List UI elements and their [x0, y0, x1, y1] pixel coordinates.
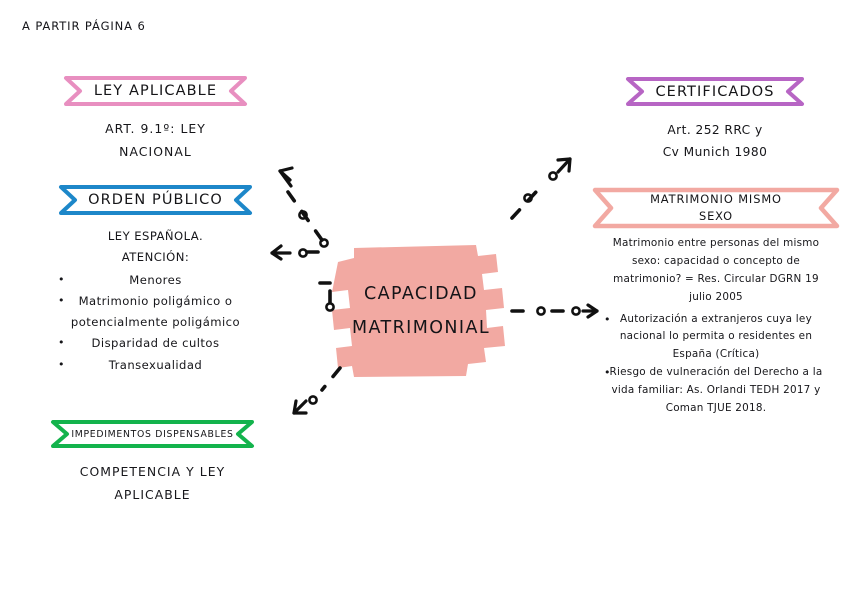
ribbon-certificados: CERTIFICADOS [625, 76, 805, 107]
central-node-line2: MATRIMONIAL [352, 318, 490, 338]
ribbon-impedimentos: IMPEDIMENTOS DISPENSABLES [50, 419, 255, 449]
ley-aplicable-line-1: ART. 9.1º: LEY [105, 121, 206, 136]
list-item: Matrimonio poligámico o potencialmente p… [58, 291, 253, 333]
certificados-body: Art. 252 RRC y Cv Munich 1980 [625, 119, 805, 163]
ribbon-impedimentos-label: IMPEDIMENTOS DISPENSABLES [71, 428, 234, 440]
branch-impedimentos-dispensables: IMPEDIMENTOS DISPENSABLES COMPETENCIA Y … [50, 419, 255, 507]
central-node-capacidad-matrimonial: CAPACIDAD MATRIMONIAL [326, 236, 516, 386]
ribbon-orden-publico: ORDEN PÚBLICO [58, 184, 253, 216]
ribbon-label-line2: SEXO [698, 209, 734, 223]
ribbon-shape [51, 420, 254, 448]
ribbon-orden-publico-label: ORDEN PÚBLICO [88, 192, 223, 208]
orden-publico-lead-1: LEY ESPAÑOLA. [107, 229, 204, 243]
impedimentos-line-2: APLICABLE [114, 486, 191, 502]
bullet-text: Matrimonio poligámico o potencialmente p… [70, 294, 241, 330]
impedimentos-line-1: COMPETENCIA Y LEY [79, 464, 226, 479]
orden-publico-lead-2: ATENCIÓN: [121, 250, 190, 265]
ribbon-matrimonio-mismo-sexo: MATRIMONIO MISMO SEXO [592, 187, 840, 229]
central-node-label: CAPACIDAD MATRIMONIAL [326, 236, 516, 386]
branch-orden-publico: ORDEN PÚBLICO LEY ESPAÑOLA. ATENCIÓN: Me… [58, 184, 253, 376]
list-item: Transexualidad [58, 355, 253, 376]
bullet-text: Disparidad de cultos [91, 336, 220, 351]
connector-up-left [278, 166, 329, 248]
matrimonio-mismo-sexo-lead: Matrimonio entre personas del mismo sexo… [612, 237, 820, 303]
bullet-text: Menores [129, 273, 182, 288]
connector-up-right [510, 157, 572, 220]
matrimonio-mismo-sexo-bullet-list: Autorización a extranjeros cuya ley naci… [592, 311, 840, 418]
orden-publico-bullet-list: Menores Matrimonio poligámico o potencia… [58, 270, 253, 375]
connector-left [270, 244, 335, 312]
impedimentos-body: COMPETENCIA Y LEY APLICABLE [50, 461, 255, 507]
ley-aplicable-body: ART. 9.1º: LEY NACIONAL [63, 118, 248, 164]
list-item: Autorización a extranjeros cuya ley naci… [604, 311, 828, 365]
ribbon-certificados-label: CERTIFICADOS [655, 83, 775, 100]
central-node-highlight [332, 245, 505, 377]
ribbon-shape [64, 76, 247, 106]
ribbon-shape [626, 77, 804, 106]
ribbon-ley-aplicable-label: LEY APLICABLE [93, 83, 218, 99]
bullet-text: Transexualidad [108, 357, 203, 372]
list-item: Disparidad de cultos [58, 333, 253, 354]
ribbon-ley-aplicable: LEY APLICABLE [63, 75, 248, 107]
connector-right [510, 303, 599, 319]
certificados-line-1: Art. 252 RRC y [667, 123, 763, 137]
bullet-text: Autorización a extranjeros cuya ley naci… [619, 312, 813, 361]
list-item: Menores [58, 270, 253, 291]
ribbon-label-line1: MATRIMONIO MISMO [650, 192, 782, 207]
ribbon-shape [59, 185, 252, 215]
central-node-line1: CAPACIDAD [364, 283, 478, 304]
bullet-text: Riesgo de vulneración del Derecho a la v… [609, 366, 823, 415]
certificados-line-2: Cv Munich 1980 [662, 145, 768, 160]
orden-publico-lead: LEY ESPAÑOLA. ATENCIÓN: [58, 226, 253, 268]
ley-aplicable-line-2: NACIONAL [119, 143, 192, 159]
branch-matrimonio-mismo-sexo: MATRIMONIO MISMO SEXO Matrimonio entre p… [592, 187, 840, 418]
branch-ley-aplicable: LEY APLICABLE ART. 9.1º: LEY NACIONAL [63, 75, 248, 164]
ribbon-shape [592, 187, 840, 229]
page-note: A PARTIR PÁGINA 6 [22, 19, 146, 33]
list-item: Riesgo de vulneración del Derecho a la v… [604, 364, 828, 418]
ribbon-matrimonio-mismo-sexo-label: MATRIMONIO MISMO SEXO [592, 187, 840, 229]
branch-certificados: CERTIFICADOS Art. 252 RRC y Cv Munich 19… [625, 76, 805, 163]
